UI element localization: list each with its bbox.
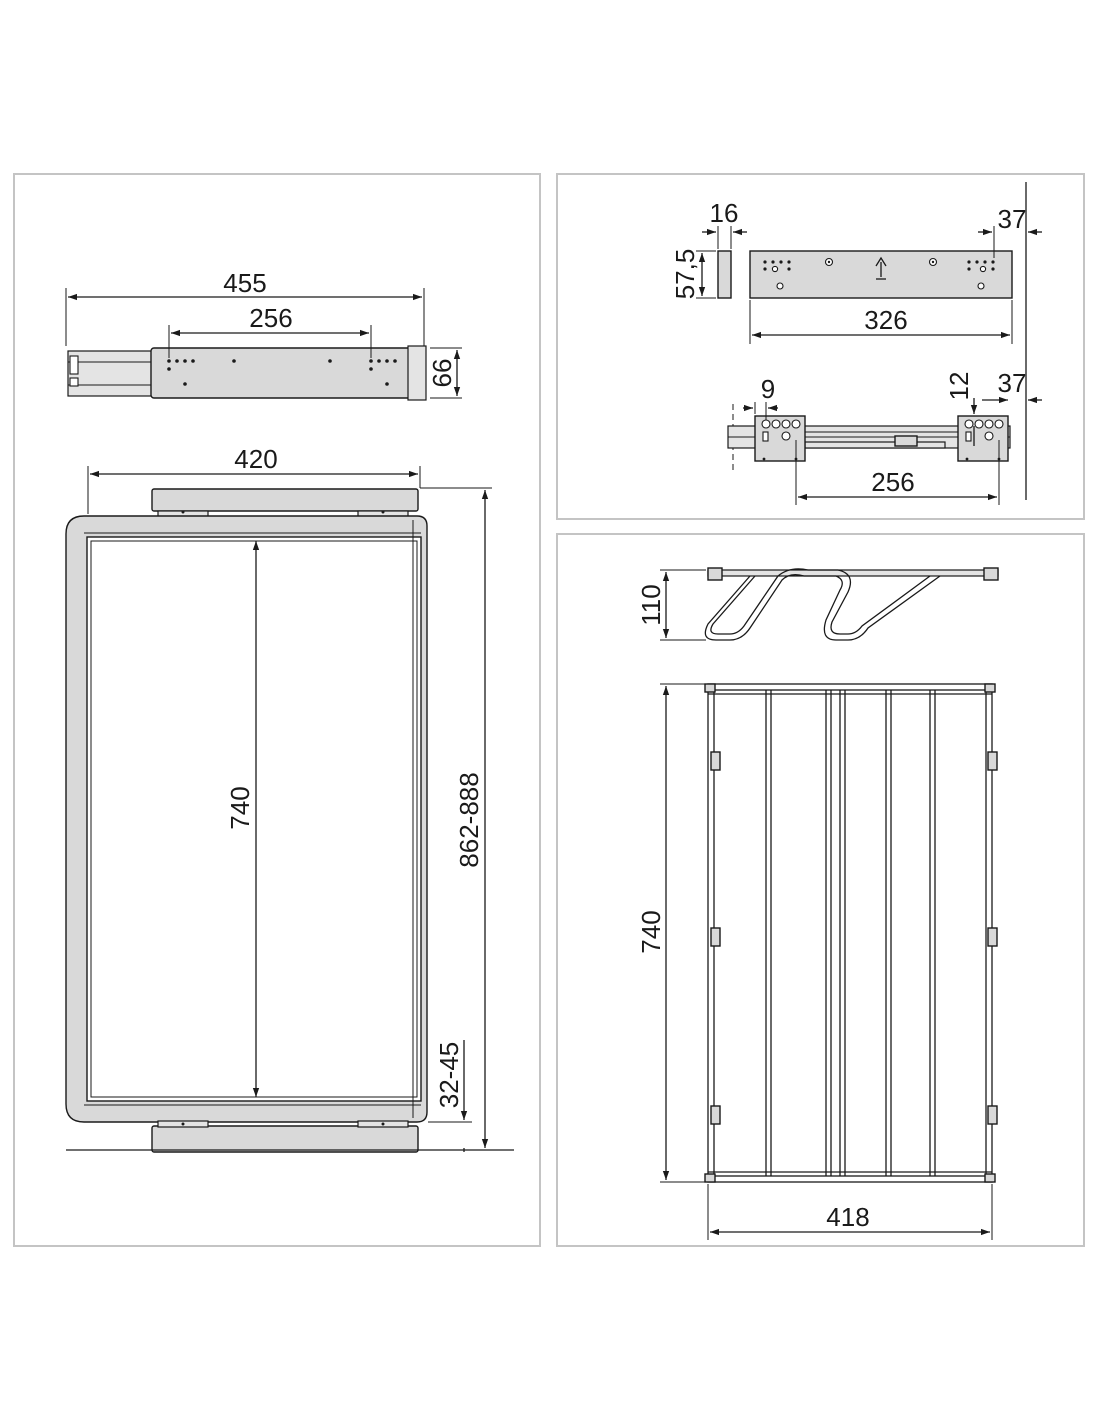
dim-plan-depth: 740 [225,786,255,829]
dimension-740-plan: 740 [225,541,260,1097]
mounting-plate-side [717,250,732,299]
dim-plan-width: 420 [234,444,277,474]
rear-cap [151,488,419,512]
panel-left [13,173,541,1247]
dimension-455: 455 [65,268,425,346]
front-cap [407,345,427,401]
dimension-110: 110 [636,569,706,641]
dimension-37-top: 37 [978,204,1042,258]
dim-rack-height: 110 [636,584,666,625]
dim-slide-hole-offset: 9 [761,374,775,404]
dim-front-width: 455 [223,268,266,298]
slide-assembly [727,404,1011,470]
dimension-16: 16 [702,198,747,249]
plate-holes-left [167,359,195,386]
panel-top-right [556,173,1085,520]
dim-rack-depth: 740 [636,910,666,953]
dimension-57-5: 57,5 [670,249,716,300]
dimension-66: 66 [427,347,462,399]
rack-rods [765,690,936,1176]
dim-plate-length: 326 [864,305,907,335]
dim-cabinet-depth: 862-888 [454,772,484,867]
rack-clips [704,683,998,1183]
rack-frame [707,683,993,1183]
dim-front-hole-spacing: 256 [249,303,292,333]
dim-slide-offset-vertical: 12 [944,372,974,401]
dimension-9: 9 [743,374,778,420]
dim-rack-width: 418 [826,1202,869,1232]
runner-left [67,350,153,397]
dimension-740-rack: 740 [636,683,706,1183]
dimension-32-45: 32-45 [428,1040,472,1152]
dim-front-offset: 32-45 [434,1042,464,1109]
front-cap-plan [151,1125,419,1153]
panel-bottom-right [556,533,1085,1247]
dim-slide-offset: 37 [998,368,1027,398]
dimension-418: 418 [707,1184,993,1240]
front-elevation [67,345,427,401]
rack-plan-view [704,683,998,1183]
dimension-256-slide: 256 [795,440,1000,505]
dimension-256-front: 256 [168,303,372,358]
dim-plate-thickness: 16 [710,198,739,228]
dim-slide-hole-spacing: 256 [871,467,914,497]
dimension-326: 326 [749,300,1013,344]
dimension-420: 420 [87,444,421,514]
dim-front-height: 66 [427,359,457,388]
mounting-plate-front [749,250,1013,299]
plate-holes-right [369,359,397,386]
dim-plate-offset: 37 [998,204,1027,234]
dimension-37-bottom: 37 [982,368,1042,404]
dimension-862-888: 862-888 [420,487,492,1148]
front-plate [150,347,425,399]
dim-plate-height: 57,5 [670,249,700,300]
dimension-12: 12 [944,372,982,446]
rack-side-elevation [704,567,999,641]
